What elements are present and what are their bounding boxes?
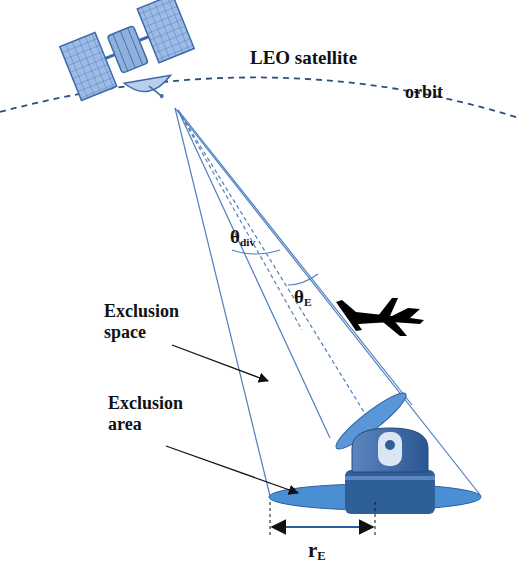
region-label: Exclusion area (108, 393, 198, 434)
orbit-label: orbit (405, 82, 443, 103)
angle-label: θE (294, 286, 312, 309)
region-label: Exclusion space (104, 301, 194, 342)
observatory (345, 428, 435, 514)
drone (336, 298, 424, 336)
angle-label: θdiv (230, 226, 255, 249)
satellite-label: LEO satellite (250, 47, 357, 69)
leader-arrow (172, 345, 268, 381)
radius-dimension (270, 502, 375, 538)
leader-arrow (166, 446, 298, 493)
satellite (58, 0, 207, 126)
dimension-label: rE (308, 538, 326, 564)
angle-arc (288, 274, 318, 285)
angle-arc (232, 250, 280, 254)
beam-cone (175, 108, 481, 496)
